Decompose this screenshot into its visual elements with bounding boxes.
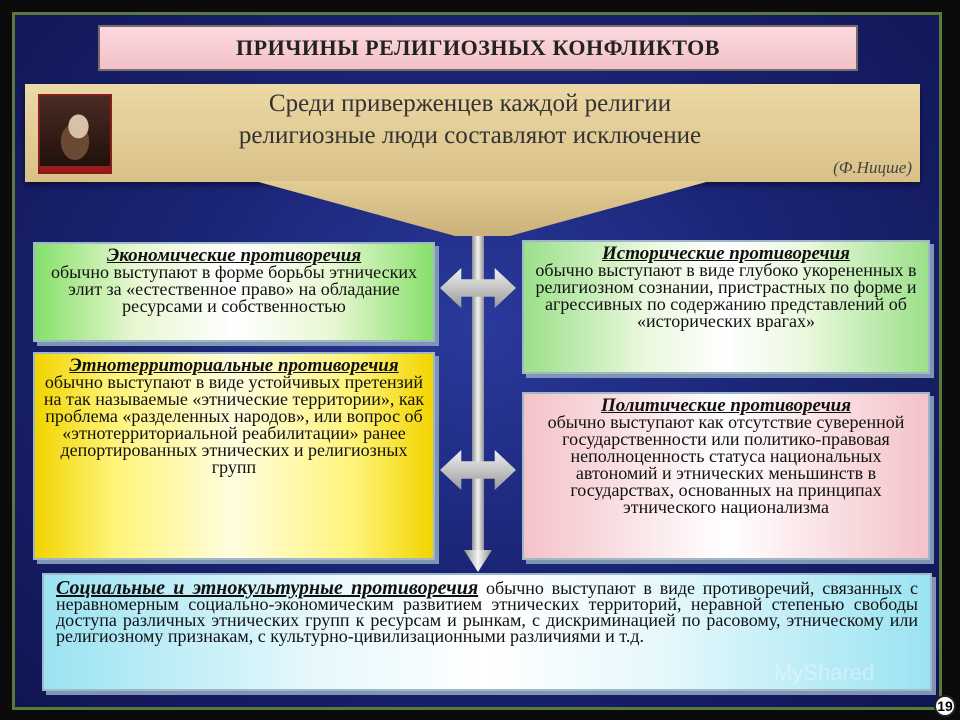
portrait-caption-bar	[40, 166, 110, 172]
card-political-body: обычно выступают как отсутствие суверенн…	[547, 412, 905, 517]
quote-author: (Ф.Ницше)	[833, 158, 912, 177]
card-economic: Экономические противоречия обычно выступ…	[33, 242, 435, 342]
page-number: 19	[934, 695, 956, 717]
card-historical-body: обычно выступают в виде глубоко укоренен…	[535, 260, 917, 331]
card-social: Социальные и этнокультурные противоречия…	[42, 573, 932, 691]
quote-text: Среди приверженцев каждой религии религи…	[140, 88, 800, 152]
quote-banner	[25, 84, 920, 182]
card-ethnoterritorial: Этнотерриториальные противоречия обычно …	[33, 352, 435, 560]
quote-line-2: религиозные люди составляют исключение	[238, 122, 702, 149]
card-political: Политические противоречия обычно выступа…	[522, 392, 930, 560]
card-economic-heading: Экономические противоречия	[106, 245, 362, 266]
card-social-heading: Социальные и этнокультурные противоречия	[56, 577, 479, 599]
nietzsche-portrait	[38, 94, 112, 174]
watermark: MyShared	[774, 660, 875, 685]
card-economic-body: обычно выступают в форме борьбы этническ…	[51, 262, 417, 316]
card-ethnoterritorial-body: обычно выступают в виде устойчивых прете…	[43, 372, 425, 477]
card-historical-heading: Исторические противоречия	[602, 243, 850, 264]
card-social-body: обычно выступают в виде противоречий, св…	[56, 578, 918, 646]
slide-title: ПРИЧИНЫ РЕЛИГИОЗНЫХ КОНФЛИКТОВ	[98, 25, 858, 71]
card-political-heading: Политические противоречия	[600, 395, 852, 416]
quote-line-1: Среди приверженцев каждой религии	[268, 90, 672, 117]
card-ethnoterritorial-heading: Этнотерриториальные противоречия	[69, 355, 399, 376]
card-historical: Исторические противоречия обычно выступа…	[522, 240, 930, 374]
